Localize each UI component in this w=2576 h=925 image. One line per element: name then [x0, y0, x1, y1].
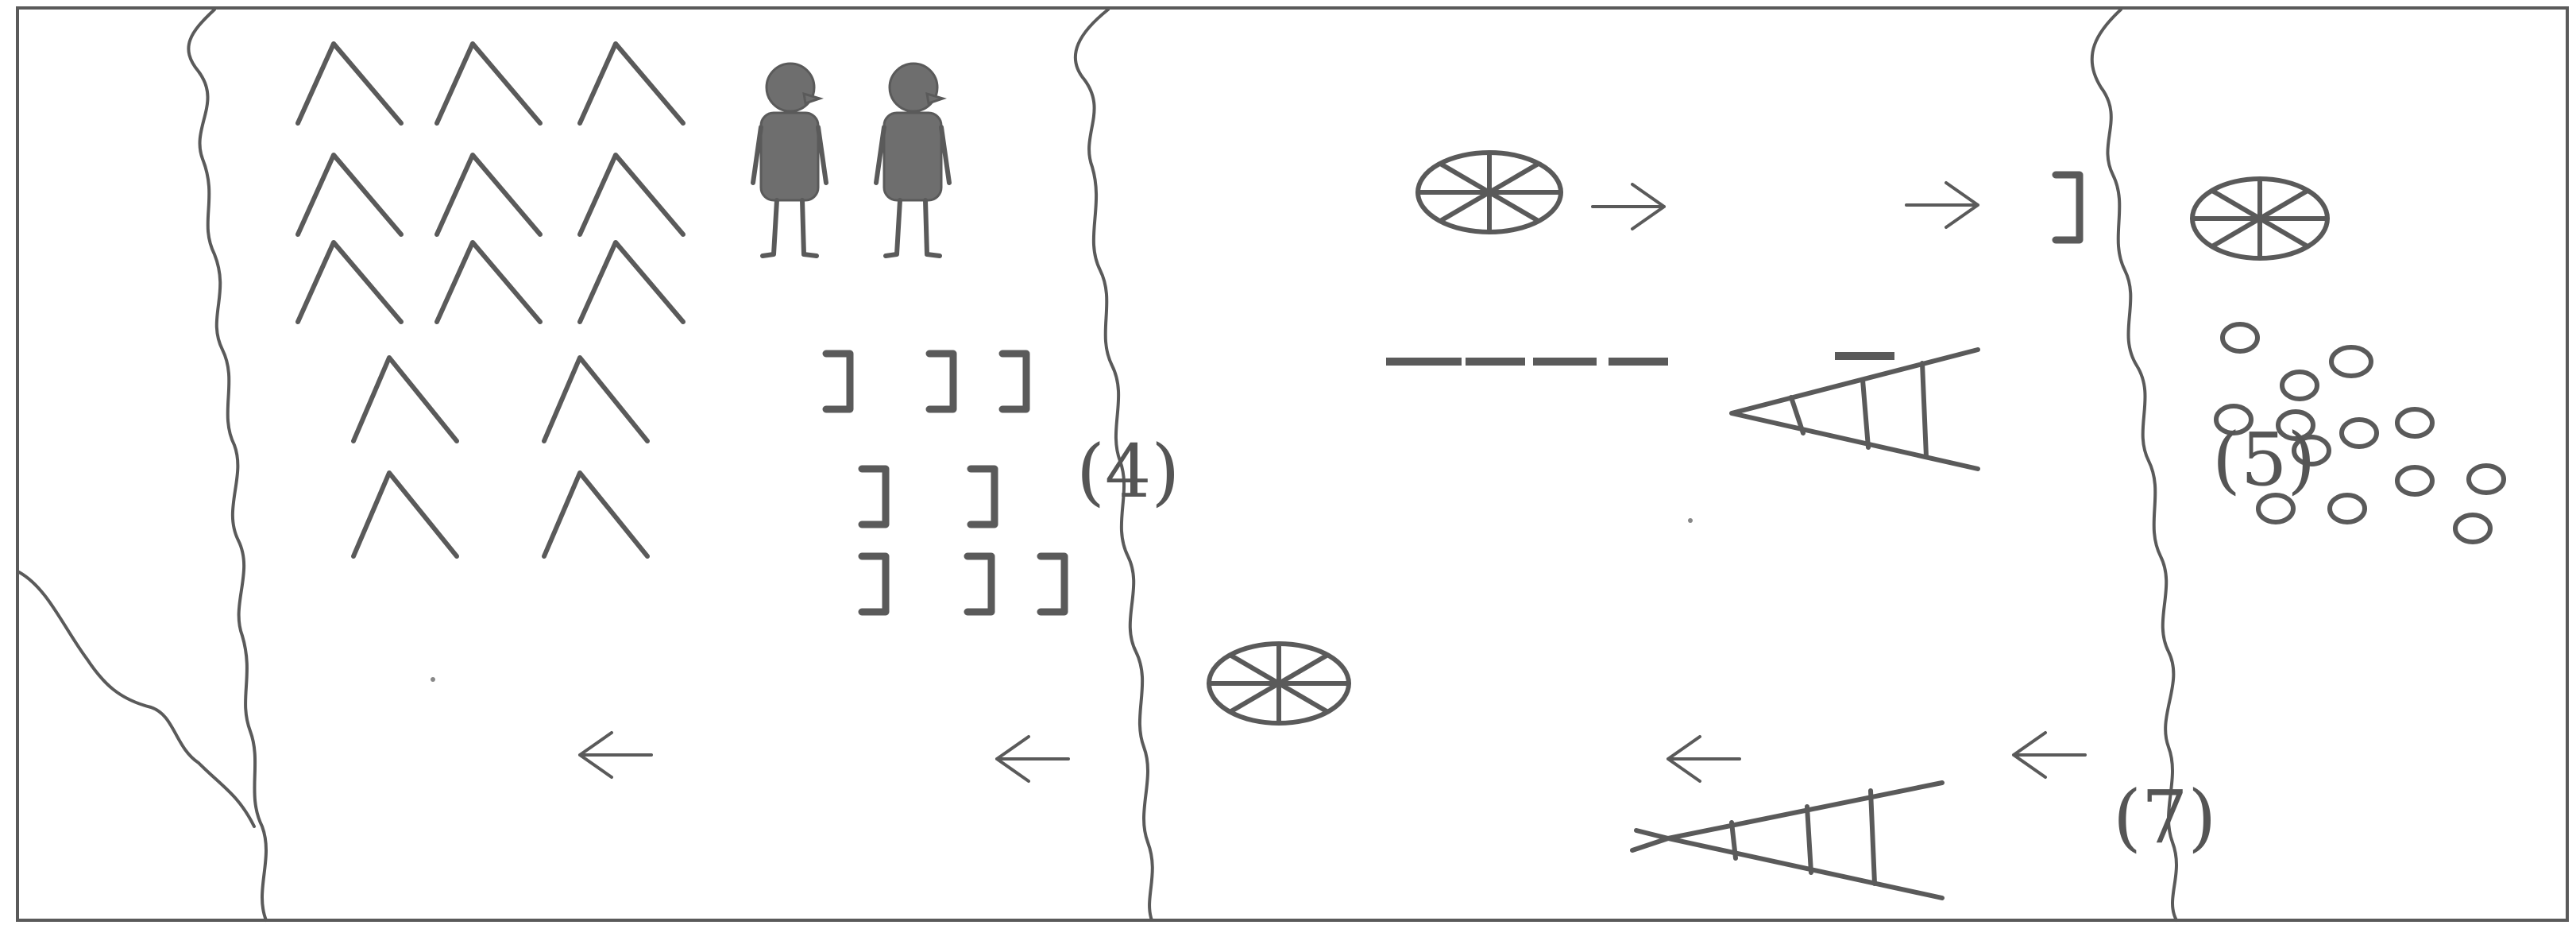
bracket-glyph	[826, 354, 850, 409]
peak-glyph	[580, 44, 683, 123]
peak-glyph	[544, 473, 647, 556]
marker-label-5: (5)	[2212, 417, 2315, 502]
bracket-glyph	[1041, 556, 1064, 612]
peak-glyph	[437, 44, 540, 123]
wheel-glyph	[1209, 644, 1349, 723]
arrow-left-glyph	[580, 733, 651, 777]
bracket-glyph	[862, 556, 886, 612]
arrow-left-glyph	[997, 737, 1068, 781]
human-figure	[876, 64, 949, 256]
peak-glyph	[580, 155, 683, 234]
bracket-glyph-group	[826, 175, 2080, 612]
bracket-glyph	[929, 354, 953, 409]
bracket-glyph	[862, 469, 886, 524]
oval-glyph	[2282, 372, 2317, 399]
oval-glyph	[2397, 409, 2432, 436]
arrow-left-glyph	[1668, 737, 1740, 781]
oval-glyph	[2469, 466, 2504, 493]
bracket-glyph	[967, 556, 991, 612]
oval-glyph	[2223, 324, 2257, 351]
peak-glyph	[353, 358, 457, 441]
river-line-1	[188, 10, 266, 920]
ladder-glyph	[1632, 783, 1942, 898]
peak-glyph	[437, 155, 540, 234]
human-figure	[753, 64, 826, 256]
oval-glyph	[2455, 515, 2490, 542]
peak-glyph	[298, 155, 401, 234]
marker-label-7: (7)	[2113, 775, 2216, 860]
ink-speck	[431, 677, 435, 682]
oval-glyph	[2342, 420, 2377, 447]
peak-glyph	[298, 44, 401, 123]
arrow-right-glyph	[1906, 183, 1978, 227]
wheel-glyph	[2192, 179, 2327, 258]
arrow-left-glyph	[2014, 733, 2085, 777]
dash-line	[1386, 356, 1894, 362]
oval-glyph	[2331, 347, 2371, 376]
peak-glyph-group	[298, 44, 683, 556]
wheel-glyph	[1418, 153, 1561, 232]
marker-label-4: (4)	[1076, 429, 1180, 514]
peak-glyph	[298, 242, 401, 322]
bracket-glyph	[971, 469, 994, 524]
oval-glyph	[2397, 467, 2432, 494]
ink-speck	[1688, 518, 1693, 523]
peak-glyph	[544, 358, 647, 441]
peak-glyph	[353, 473, 457, 556]
peak-glyph	[437, 242, 540, 322]
oval-glyph	[2330, 495, 2365, 522]
bracket-glyph	[2056, 175, 2080, 240]
arrow-right-glyph	[1593, 184, 1664, 229]
ladder-glyph	[1732, 350, 1978, 469]
river-line-2	[19, 572, 254, 826]
bracket-glyph	[1002, 354, 1026, 409]
peak-glyph	[580, 242, 683, 322]
